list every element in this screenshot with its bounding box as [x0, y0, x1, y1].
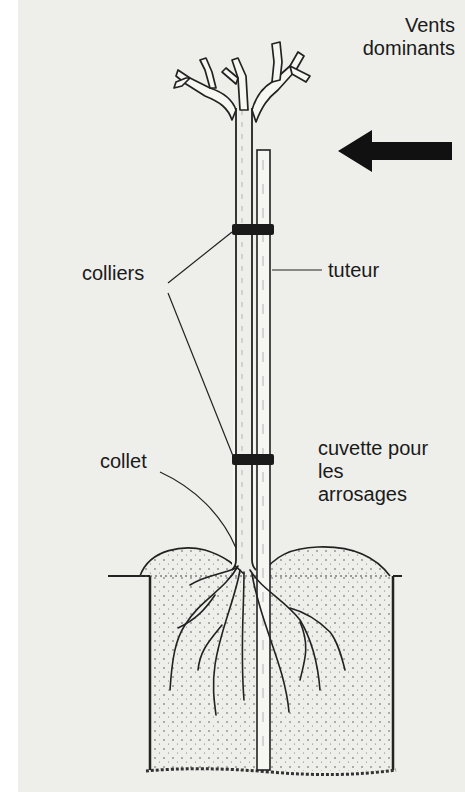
- part-label: collet: [100, 450, 180, 473]
- part-label: cuvette pour les arrosages: [318, 437, 430, 506]
- part-label: tuteur: [328, 259, 428, 282]
- part-label: colliers: [82, 262, 182, 285]
- wind-label: Vents dominants: [330, 14, 455, 60]
